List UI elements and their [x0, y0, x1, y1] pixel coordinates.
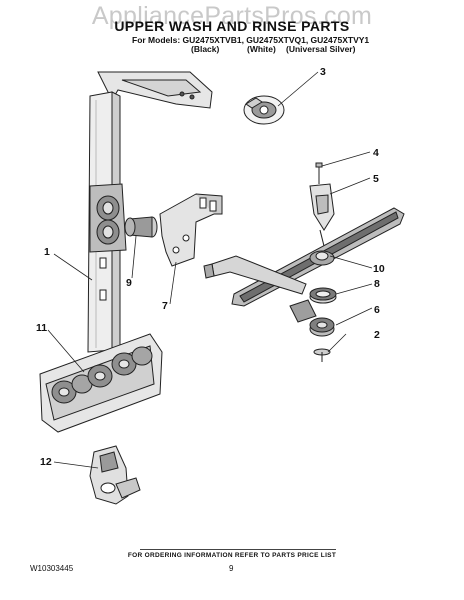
callout-2: 2	[374, 329, 380, 341]
callout-11: 11	[36, 322, 48, 334]
part-connector	[89, 445, 141, 505]
callout-10: 10	[373, 263, 385, 275]
part-washer	[313, 348, 331, 362]
part-clip	[243, 95, 285, 125]
callout-7: 7	[162, 300, 168, 312]
leader-lines	[47, 71, 373, 469]
callout-1: 1	[44, 246, 50, 258]
part-screw	[315, 162, 323, 184]
watermark: AppliancePartsPros.com	[91, 2, 373, 30]
callout-3: 3	[320, 66, 326, 78]
part-bracket	[159, 193, 223, 267]
part-seal-ring	[309, 287, 337, 304]
document-number: W10303445	[30, 564, 74, 573]
footer-divider	[140, 549, 336, 550]
ordering-note: FOR ORDERING INFORMATION REFER TO PARTS …	[127, 552, 337, 559]
callout-6: 6	[374, 304, 380, 316]
color-black-label: (Black)	[191, 44, 220, 54]
part-nut	[309, 317, 335, 337]
page-number: 9	[229, 564, 234, 573]
callout-12: 12	[40, 456, 52, 468]
callout-5: 5	[373, 173, 379, 185]
part-distribution-manifold	[39, 333, 163, 433]
color-white-label: (White)	[247, 44, 276, 54]
callout-4: 4	[373, 147, 379, 159]
page-title: UPPER WASH AND RINSE PARTS	[114, 18, 350, 34]
models-line: For Models: GU2475XTVB1, GU2475XTVQ1, GU…	[132, 35, 370, 45]
callout-8: 8	[374, 278, 380, 290]
part-manifold	[309, 183, 335, 247]
part-hub	[124, 216, 158, 238]
part-feed-tube	[87, 71, 213, 353]
part-spray-arm	[203, 207, 405, 323]
color-silver-label: (Universal Silver)	[286, 44, 356, 54]
callout-9: 9	[126, 277, 132, 289]
